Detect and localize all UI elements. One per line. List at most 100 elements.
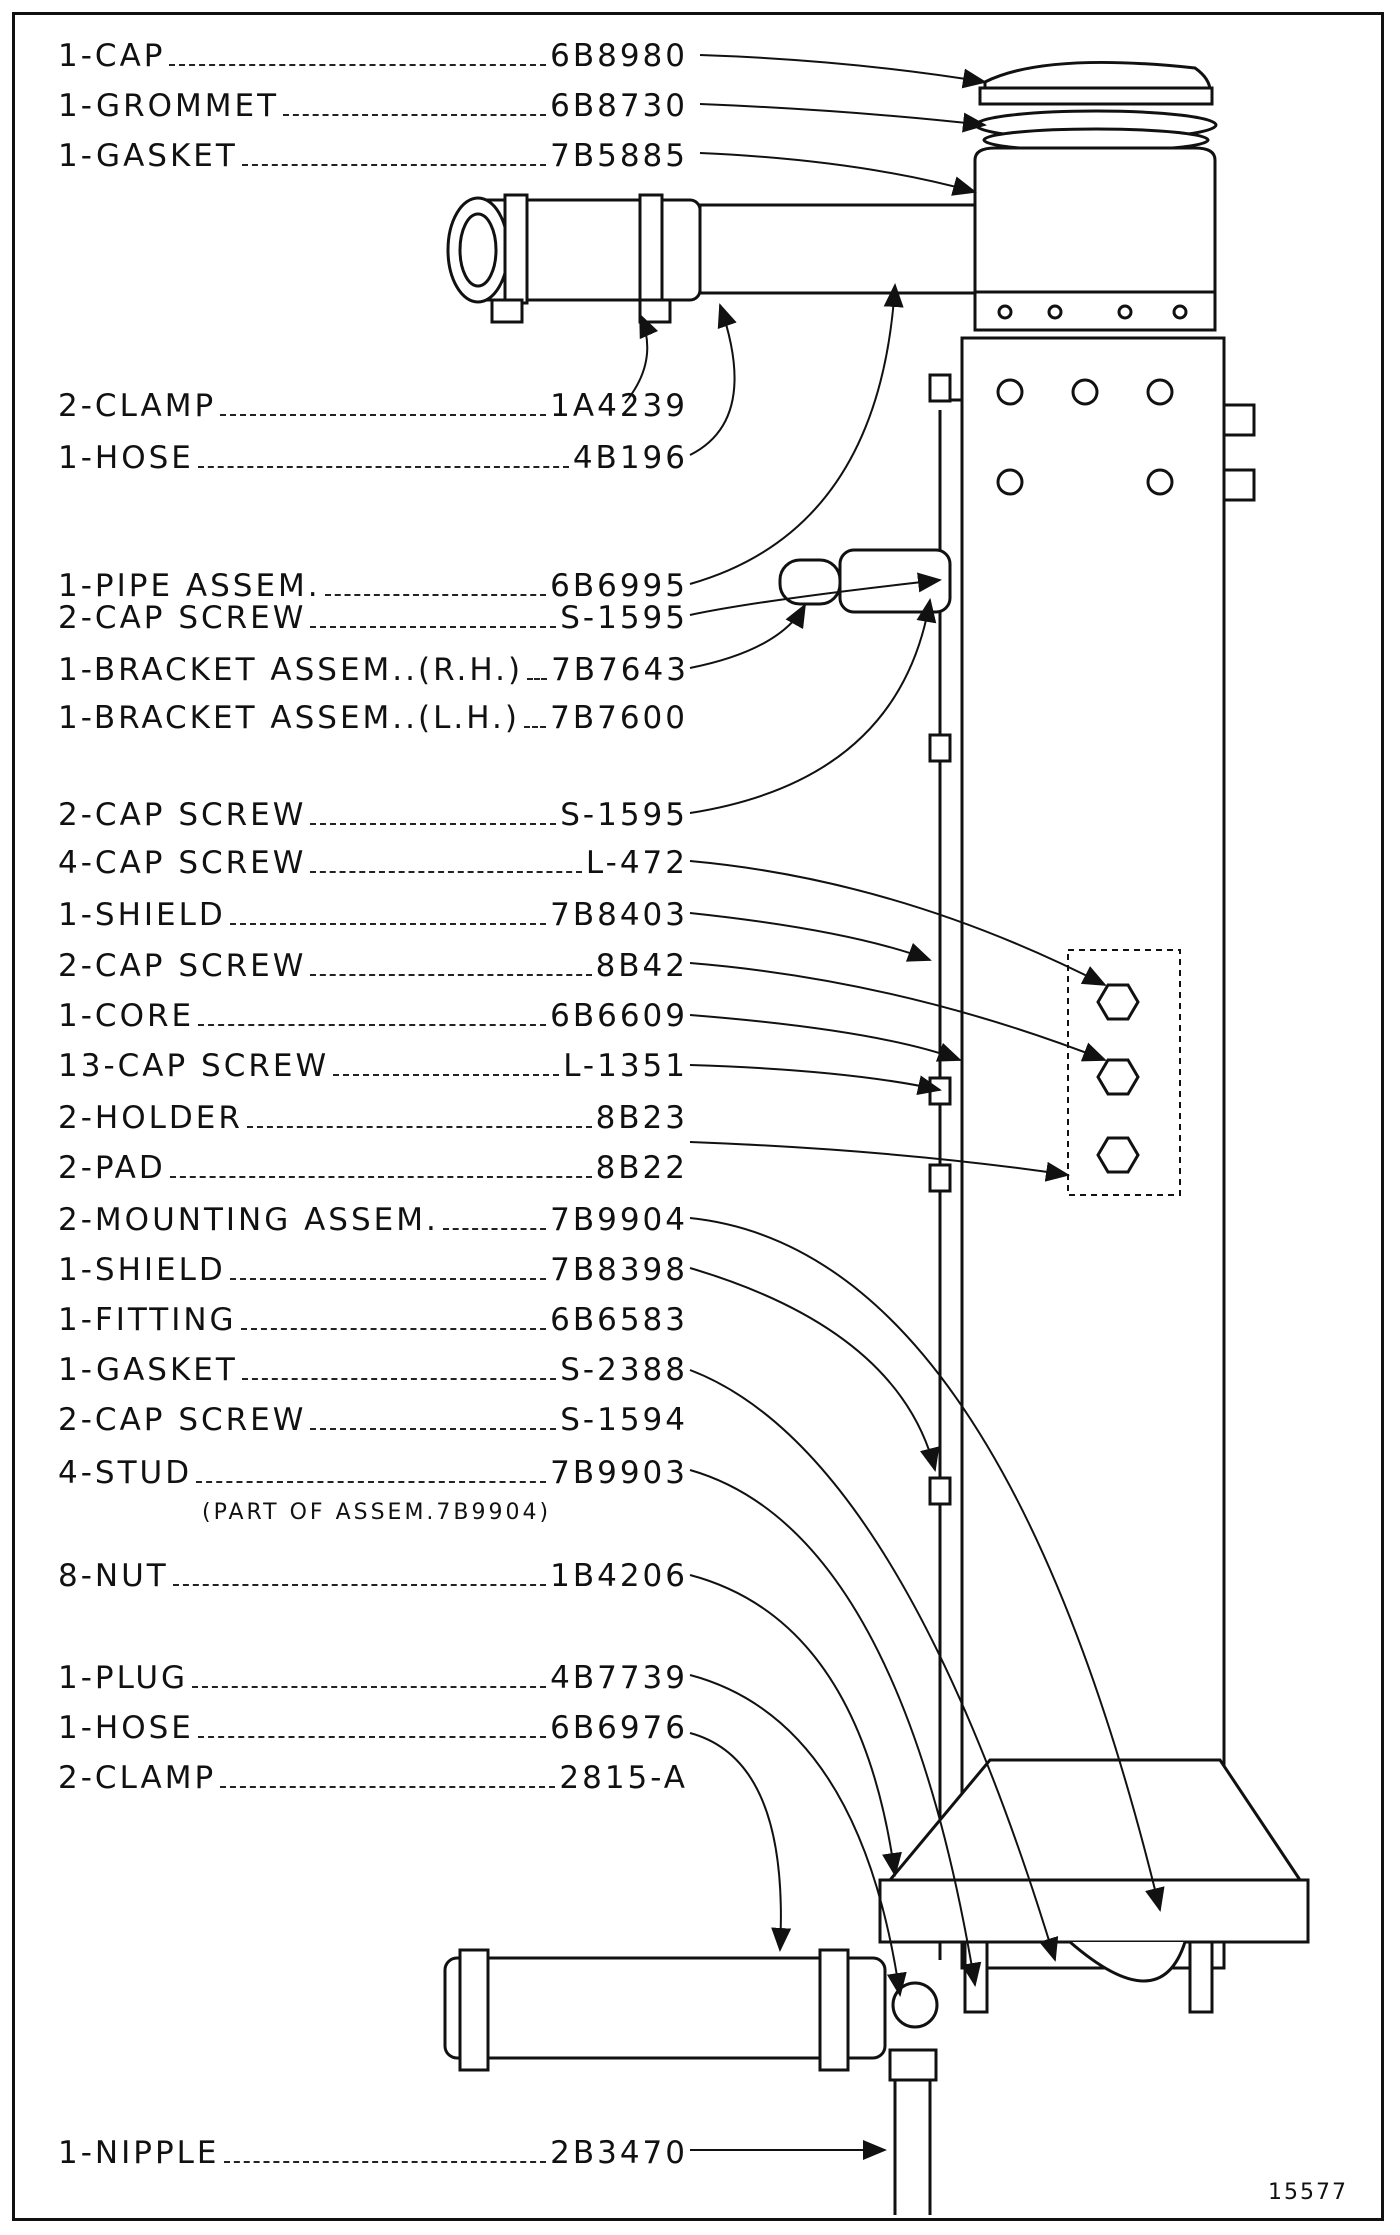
leader-capscrew2 xyxy=(689,598,937,814)
part-name: GROMMET xyxy=(96,88,280,124)
part-name: GASKET xyxy=(96,138,238,174)
part-qty: 2- xyxy=(58,948,95,984)
part-row-core: 1-CORE 6B6609 xyxy=(58,998,688,1034)
leader-mounting xyxy=(689,1217,1165,1912)
part-row-cap-screw-6: 2-CAP SCREW S-1594 xyxy=(58,1402,688,1438)
dash-leader xyxy=(246,1126,592,1128)
dash-leader xyxy=(333,1074,560,1076)
leader-stud xyxy=(689,1469,982,1987)
part-number: 1B4206 xyxy=(550,1558,688,1594)
part-name: CAP SCREW xyxy=(94,948,307,984)
leader-lower-hose xyxy=(689,1732,792,1952)
part-qty: 4- xyxy=(58,845,95,881)
part-number: 4B196 xyxy=(572,440,688,476)
part-number: 8B42 xyxy=(595,948,688,984)
part-number: 4B7739 xyxy=(550,1660,688,1696)
part-qty: 2- xyxy=(58,1100,95,1136)
part-qty: 1- xyxy=(58,440,95,476)
part-number: 6B6609 xyxy=(550,998,688,1034)
part-qty: 1- xyxy=(58,38,95,74)
part-number: 7B9903 xyxy=(550,1455,688,1491)
part-name: BRACKET ASSEM..(L.H.) xyxy=(93,700,520,736)
part-name: CAP SCREW xyxy=(94,845,307,881)
figure-number: 15577 xyxy=(1268,2180,1348,2205)
leader-grommet xyxy=(699,103,987,133)
part-name: NIPPLE xyxy=(94,2135,220,2171)
leader-cap xyxy=(699,54,987,89)
leader-capscrew1 xyxy=(689,572,942,616)
part-qty: 1- xyxy=(58,652,94,688)
part-row-gasket-2: 1-GASKET S-2388 xyxy=(58,1352,688,1388)
part-row-bracket-lh: 1-BRACKET ASSEM..(L.H.)7B7600 xyxy=(58,700,688,736)
dash-leader xyxy=(196,1481,547,1483)
part-name: CAP SCREW xyxy=(94,600,307,636)
dash-leader xyxy=(240,1328,547,1330)
leader-pipe xyxy=(689,283,904,585)
dash-leader xyxy=(442,1228,547,1230)
part-qty: 1- xyxy=(58,897,95,933)
dash-leader xyxy=(220,1786,556,1788)
part-name: CORE xyxy=(94,998,195,1034)
part-name: SHIELD xyxy=(94,1252,226,1288)
dash-leader xyxy=(197,1736,547,1738)
part-name: SHIELD xyxy=(94,897,226,933)
part-number: 7B7643 xyxy=(551,652,689,688)
part-qty: 2- xyxy=(58,388,95,424)
part-number: S-2388 xyxy=(560,1352,688,1388)
leader-shield1 xyxy=(689,912,932,962)
part-name: HOSE xyxy=(94,1710,194,1746)
part-number: S-1594 xyxy=(560,1402,688,1438)
leader-capscrew4 xyxy=(689,962,1107,1062)
leader-hose xyxy=(689,303,737,456)
part-qty: 1- xyxy=(58,998,95,1034)
dash-leader xyxy=(310,871,582,873)
part-qty: 2- xyxy=(58,600,95,636)
dash-leader xyxy=(198,1024,547,1026)
dash-leader xyxy=(324,594,547,596)
part-name: MOUNTING ASSEM. xyxy=(94,1202,439,1238)
dash-leader xyxy=(169,64,547,66)
part-number: 2815-A xyxy=(559,1760,688,1796)
part-number: 8B22 xyxy=(595,1150,688,1186)
dash-leader xyxy=(527,678,548,680)
dash-leader xyxy=(310,626,557,628)
part-qty: 2- xyxy=(58,797,95,833)
part-name: GASKET xyxy=(96,1352,238,1388)
part-row-shield-1: 1-SHIELD 7B8403 xyxy=(58,897,688,933)
part-number: 2B3470 xyxy=(550,2135,688,2171)
part-qty: 2- xyxy=(58,1202,95,1238)
part-number: 7B9904 xyxy=(550,1202,688,1238)
part-qty: 1- xyxy=(58,700,94,736)
dash-leader xyxy=(523,726,547,728)
dash-leader xyxy=(169,1176,592,1178)
leader-plug xyxy=(689,1674,907,1997)
part-qty: 1- xyxy=(58,1710,95,1746)
part-name: CAP SCREW xyxy=(94,1402,307,1438)
part-number: 7B8403 xyxy=(550,897,688,933)
dash-leader xyxy=(223,2161,547,2163)
leader-core xyxy=(689,1014,962,1062)
dash-leader xyxy=(229,923,547,925)
part-name: PIPE ASSEM. xyxy=(94,568,321,604)
dash-leader xyxy=(241,1378,557,1380)
part-qty: 1- xyxy=(58,1302,95,1338)
part-qty: 1- xyxy=(58,2135,95,2171)
stud-note: (PART OF ASSEM.7B9904) xyxy=(202,1500,552,1525)
part-qty: 2- xyxy=(58,1760,95,1796)
part-number: 6B6995 xyxy=(550,568,688,604)
dash-leader xyxy=(197,466,569,468)
part-name: HOSE xyxy=(94,440,194,476)
part-qty: 1- xyxy=(58,1352,97,1388)
part-qty: 2- xyxy=(58,1402,95,1438)
figure-frame xyxy=(12,12,1384,2221)
part-number: L-1351 xyxy=(563,1048,688,1084)
